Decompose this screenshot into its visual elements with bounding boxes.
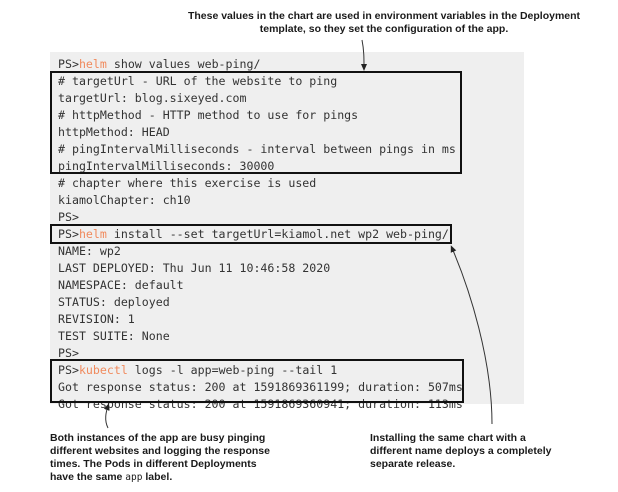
terminal-window: PS>helm show values web-ping/ # targetUr… <box>50 52 524 411</box>
command-kubectl: kubectl <box>78 363 128 377</box>
terminal-line-20: Got response status: 200 at 159186936119… <box>58 380 463 394</box>
arrow-left <box>103 403 110 429</box>
terminal-line-5: httpMethod: HEAD <box>58 125 170 139</box>
terminal-line-4: # httpMethod - HTTP method to use for pi… <box>58 108 359 122</box>
terminal-line-11: PS>helm install --set targetUrl=kiamol.n… <box>58 227 449 241</box>
terminal-line-14: NAMESPACE: default <box>58 278 184 292</box>
terminal-line-2: # targetUrl - URL of the website to ping <box>58 74 338 88</box>
callout-install-explanation: Installing the same chart with a differe… <box>370 432 552 470</box>
terminal-line-6: # pingIntervalMilliseconds - interval be… <box>58 142 456 156</box>
terminal-line-3: targetUrl: blog.sixeyed.com <box>58 91 247 105</box>
callout-logs-explanation: Both instances of the app are busy pingi… <box>50 432 270 483</box>
highlight-logs-block <box>50 359 464 403</box>
terminal-line-10: PS> <box>58 210 79 224</box>
terminal-line-16: REVISION: 1 <box>58 312 135 326</box>
callout-values-config: These values in the chart are used in en… <box>187 10 581 35</box>
highlight-install-command <box>50 224 452 244</box>
terminal-line-1: PS>helm show values web-ping/ <box>58 57 261 71</box>
arrow-top <box>360 39 367 71</box>
terminal-line-7: pingIntervalMilliseconds: 30000 <box>58 159 275 173</box>
terminal-line-17: TEST SUITE: None <box>58 329 170 343</box>
highlight-values-block <box>50 71 462 174</box>
terminal-line-18: PS> <box>58 346 79 360</box>
terminal-line-8: # chapter where this exercise is used <box>58 176 317 190</box>
terminal-line-9: kiamolChapter: ch10 <box>58 193 191 207</box>
terminal-line-21: Got response status: 200 at 159186936094… <box>58 397 463 411</box>
terminal-line-15: STATUS: deployed <box>58 295 170 309</box>
command-helm: helm <box>78 57 107 71</box>
terminal-line-13: LAST DEPLOYED: Thu Jun 11 10:46:58 2020 <box>58 261 331 275</box>
arrow-right <box>450 245 493 425</box>
terminal-line-19: PS>kubectl logs -l app=web-ping --tail 1 <box>58 363 338 377</box>
command-helm: helm <box>78 227 107 241</box>
terminal-line-12: NAME: wp2 <box>58 244 121 258</box>
